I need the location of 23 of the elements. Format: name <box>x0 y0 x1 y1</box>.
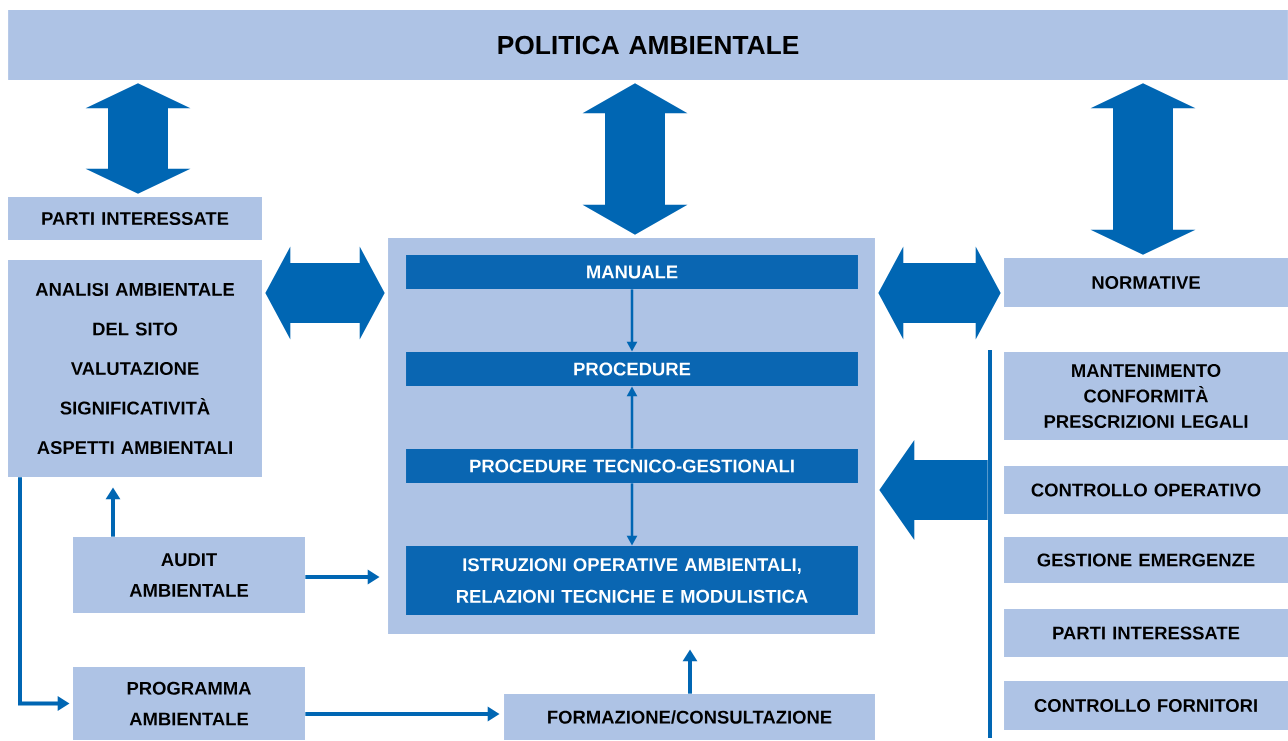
process-box: CONTROLLO FORNITORI <box>1004 681 1288 730</box>
process-box: AUDIT AMBIENTALE <box>73 537 305 613</box>
process-box: GESTIONE EMERGENZE <box>1004 537 1288 583</box>
process-box: FORMAZIONE/CONSULTAZIONE <box>504 694 875 740</box>
process-box: PARTI INTERESSATE <box>8 197 262 240</box>
document-box: PROCEDURE <box>406 352 858 386</box>
block-arrow <box>582 83 688 235</box>
process-box: PARTI INTERESSATE <box>1004 609 1288 657</box>
block-arrow <box>879 440 988 540</box>
block-arrow <box>265 246 385 340</box>
block-arrow <box>1090 83 1196 255</box>
document-box: ISTRUZIONI OPERATIVE AMBIENTALI, RELAZIONI TECNICHE E MODULISTICA <box>406 546 858 615</box>
document-box: MANUALE <box>406 255 858 289</box>
block-arrow <box>85 83 191 194</box>
block-arrow <box>878 246 1001 340</box>
heading-band: POLITICA AMBIENTALE <box>8 10 1288 80</box>
process-box: CONTROLLO OPERATIVO <box>1004 466 1288 514</box>
process-box: ANALISI AMBIENTALE DEL SITO VALUTAZIONE SIGNIFICATIVITÀ ASPETTI AMBIENTALI <box>8 260 262 477</box>
process-box: MANTENIMENTO CONFORMITÀ PRESCRIZIONI LEGALI <box>1004 352 1288 440</box>
process-box: PROGRAMMA AMBIENTALE <box>73 667 305 740</box>
process-box: NORMATIVE <box>1004 258 1288 307</box>
bracket-bar <box>988 350 992 738</box>
document-box: PROCEDURE TECNICO-GESTIONALI <box>406 449 858 483</box>
